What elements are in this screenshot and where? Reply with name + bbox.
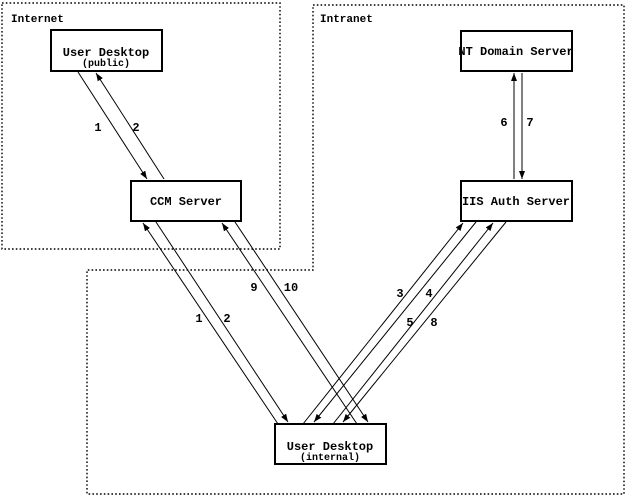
node-iis-auth-server-box xyxy=(460,180,573,222)
node-nt-domain-server-box xyxy=(460,30,573,72)
node-user-desktop-internal-sublabel: (internal) xyxy=(300,452,360,464)
flow-line-9-desktop-internal-to-ccm xyxy=(221,222,358,425)
node-user-desktop-internal-box xyxy=(274,423,387,465)
node-user-desktop-public: User Desktop (public) xyxy=(50,29,163,72)
node-user-desktop-public-box xyxy=(50,29,163,72)
intranet-region-label: Intranet xyxy=(320,14,373,26)
flow-label-8-internal-iis: 8 xyxy=(430,316,437,330)
node-user-desktop-internal-label: User Desktop xyxy=(287,440,373,454)
flow-label-9-internal-ccm: 9 xyxy=(250,281,257,295)
flow-line-8-iis-to-desktop-internal xyxy=(342,221,507,423)
flow-label-4-internal-iis: 4 xyxy=(425,287,432,301)
node-iis-auth-server: IIS Auth Server xyxy=(460,180,573,222)
flow-line-10-ccm-to-desktop-internal xyxy=(234,221,369,423)
flow-line-2-ccm-to-desktop-internal xyxy=(155,221,289,423)
flow-label-3-internal-iis: 3 xyxy=(396,287,403,301)
node-user-desktop-internal: User Desktop (internal) xyxy=(274,423,387,465)
flow-label-1-public-ccm: 1 xyxy=(94,121,101,135)
flow-label-2-public-ccm: 2 xyxy=(132,121,139,135)
internet-region-border xyxy=(1,2,281,250)
node-nt-domain-server-label: NT Domain Server xyxy=(458,45,573,59)
node-user-desktop-public-sublabel: (public) xyxy=(82,58,130,70)
flow-label-2-internal-ccm: 2 xyxy=(223,312,230,326)
node-nt-domain-server: NT Domain Server xyxy=(458,30,574,72)
internet-region-label: Internet xyxy=(11,14,64,26)
node-iis-auth-server-label: IIS Auth Server xyxy=(462,195,570,209)
flow-line-1-desktop-public-to-ccm xyxy=(77,71,148,180)
flow-line-3-desktop-internal-to-iis xyxy=(302,222,464,425)
node-ccm-server-box xyxy=(130,180,242,222)
intranet-region-border xyxy=(86,4,625,495)
flow-line-2-ccm-to-desktop-public xyxy=(95,72,165,180)
node-ccm-server-label: CCM Server xyxy=(150,195,222,209)
flow-label-6-iis-nt: 6 xyxy=(500,116,507,130)
flow-label-7-nt-iis: 7 xyxy=(526,116,533,130)
node-ccm-server: CCM Server xyxy=(130,180,242,222)
flow-line-5-desktop-internal-to-iis xyxy=(332,222,494,425)
node-user-desktop-public-label: User Desktop xyxy=(63,46,149,60)
flow-label-5-internal-iis: 5 xyxy=(406,316,413,330)
flow-label-10-internal-ccm: 10 xyxy=(284,281,298,295)
flow-line-4-iis-to-desktop-internal xyxy=(313,221,477,423)
flow-label-1-internal-ccm: 1 xyxy=(195,312,202,326)
flow-line-1-desktop-internal-to-ccm xyxy=(142,222,279,425)
